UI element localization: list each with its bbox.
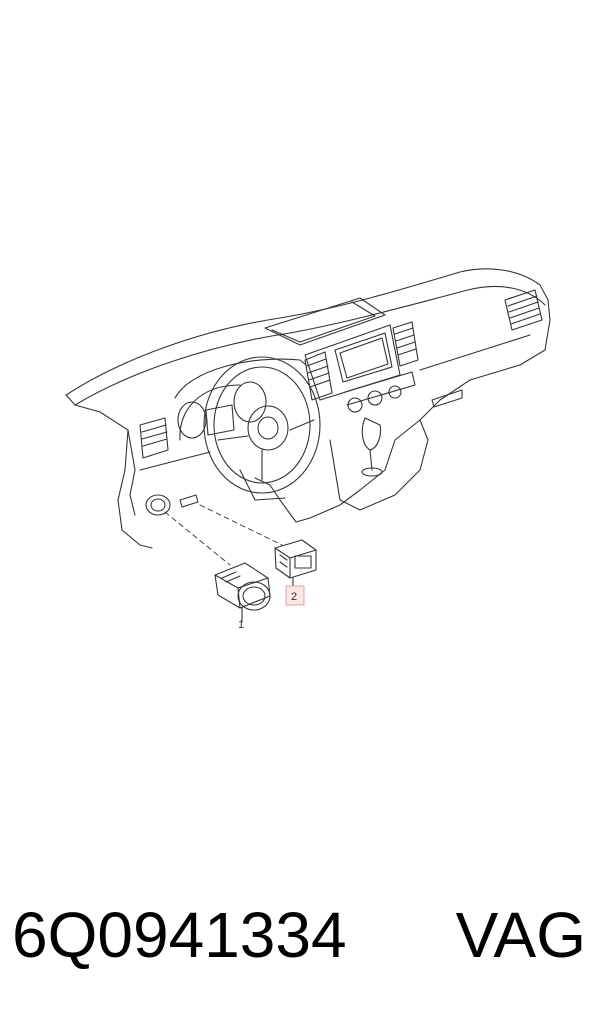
- callout-1: 1: [238, 619, 244, 631]
- switch-module-part-2: [274, 539, 317, 591]
- parts-diagram: 1 2: [65, 268, 551, 631]
- callout-2: 2: [285, 585, 305, 606]
- bottom-caption: 6Q0941334 VAG: [0, 890, 600, 980]
- callout-1-label: 1: [238, 619, 244, 631]
- dashboard-illustration: [65, 268, 551, 549]
- leader-lines: [164, 504, 283, 566]
- callout-2-highlight-box: [285, 585, 305, 606]
- callout-2-label: 2: [291, 591, 297, 603]
- part-number: 6Q0941334: [12, 899, 347, 971]
- brand-label: VAG: [455, 899, 586, 971]
- headlight-switch-part-1: [214, 562, 271, 623]
